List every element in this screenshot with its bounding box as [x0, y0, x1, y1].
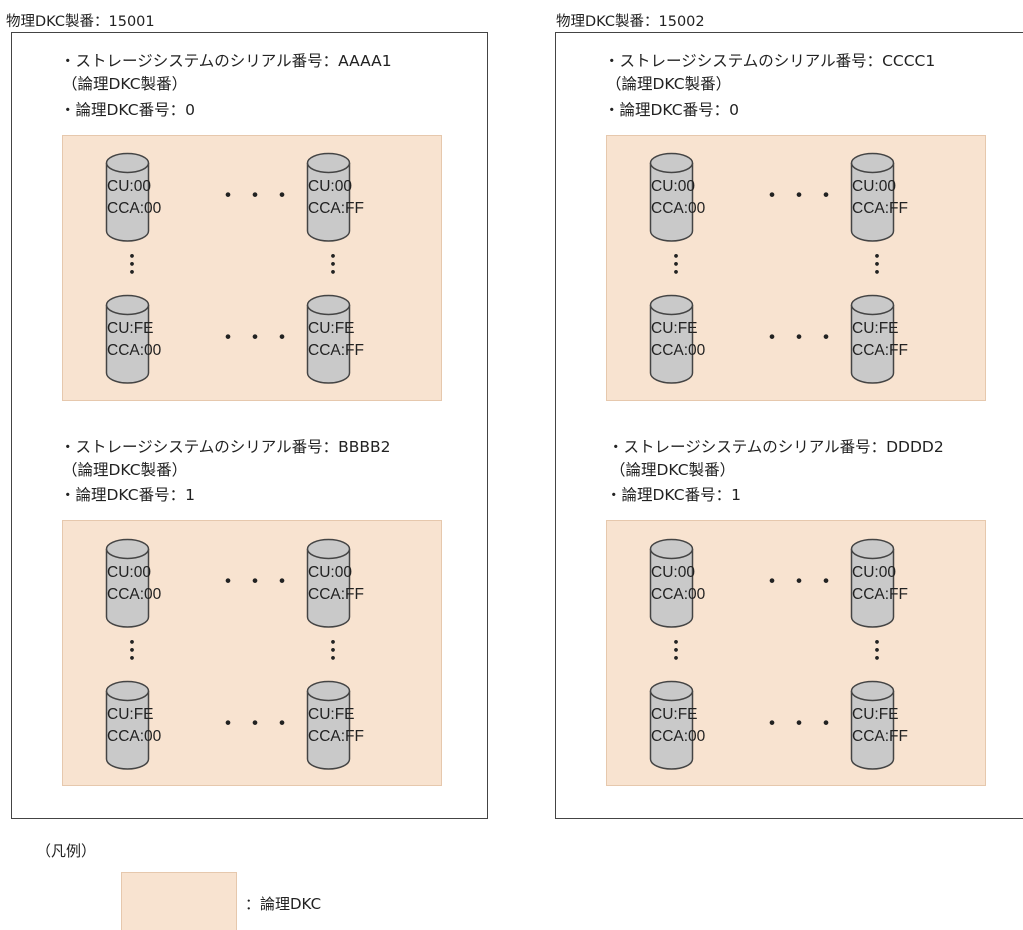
- logical-dkc-serial-note: （論理DKC製番）: [610, 461, 736, 479]
- volume-cylinder: CU:FE CCA:FF: [850, 680, 908, 770]
- logical-dkc-number: ・論理DKC番号：1: [606, 486, 741, 504]
- volume-cca-label: CCA:FF: [308, 728, 364, 745]
- logical-dkc-serial-note: （論理DKC製番）: [606, 75, 732, 93]
- ellipsis-vertical: ・ ・ ・: [324, 633, 342, 670]
- volume-cu-label: CU:00: [308, 178, 352, 195]
- volume-cu-label: CU:FE: [308, 706, 355, 723]
- legend-swatch: [121, 872, 237, 930]
- volume-cca-label: CCA:FF: [308, 342, 364, 359]
- volume-cylinder: CU:FE CCA:FF: [306, 680, 364, 770]
- volume-cu-label: CU:FE: [852, 320, 899, 337]
- volume-cu-label: CU:00: [107, 564, 151, 581]
- logical-dkc-serial: ・ストレージシステムのシリアル番号：AAAA1: [60, 52, 392, 70]
- volume-cca-label: CCA:FF: [852, 586, 908, 603]
- volume-cu-label: CU:FE: [651, 320, 698, 337]
- ellipsis-vertical: ・ ・ ・: [667, 247, 685, 284]
- volume-cu-label: CU:FE: [651, 706, 698, 723]
- ellipsis-vertical: ・ ・ ・: [324, 247, 342, 284]
- volume-cca-label: CCA:00: [107, 586, 162, 603]
- volume-cu-label: CU:FE: [852, 706, 899, 723]
- ellipsis-vertical: ・ ・ ・: [123, 633, 141, 670]
- volume-cylinder: CU:FE CCA:FF: [306, 294, 364, 384]
- volume-cu-label: CU:00: [651, 178, 695, 195]
- logical-dkc-serial-note: （論理DKC製番）: [62, 75, 188, 93]
- logical-dkc-serial: ・ストレージシステムのシリアル番号：DDDD2: [608, 438, 944, 456]
- ellipsis-horizontal: ・・・: [761, 184, 843, 209]
- volume-cu-label: CU:FE: [107, 320, 154, 337]
- volume-cca-label: CCA:FF: [308, 586, 364, 603]
- volume-cu-label: CU:00: [308, 564, 352, 581]
- ellipsis-vertical: ・ ・ ・: [868, 247, 886, 284]
- volume-cca-label: CCA:00: [107, 200, 162, 217]
- logical-dkc-number: ・論理DKC番号：0: [60, 101, 195, 119]
- volume-cu-label: CU:00: [651, 564, 695, 581]
- volume-cca-label: CCA:00: [651, 342, 706, 359]
- legend-label: ：論理DKC: [245, 895, 322, 913]
- volume-cca-label: CCA:00: [651, 586, 706, 603]
- volume-cu-label: CU:FE: [107, 706, 154, 723]
- volume-cylinder: CU:FE CCA:00: [105, 680, 161, 770]
- volume-cylinder: CU:FE CCA:00: [649, 680, 705, 770]
- logical-dkc-serial-note: （論理DKC製番）: [62, 461, 188, 479]
- ellipsis-vertical: ・ ・ ・: [868, 633, 886, 670]
- ellipsis-horizontal: ・・・: [761, 570, 843, 595]
- legend-heading: （凡例）: [36, 842, 97, 860]
- ellipsis-horizontal: ・・・: [761, 712, 843, 737]
- ellipsis-horizontal: ・・・: [217, 712, 299, 737]
- volume-cca-label: CCA:00: [107, 728, 162, 745]
- volume-cylinder: CU:FE CCA:FF: [850, 294, 908, 384]
- logical-dkc-serial: ・ストレージシステムのシリアル番号：CCCC1: [604, 52, 936, 70]
- physical-dkc-title: 物理DKC製番：15002: [556, 14, 705, 30]
- ellipsis-vertical: ・ ・ ・: [123, 247, 141, 284]
- volume-cylinder: CU:FE CCA:00: [105, 294, 161, 384]
- logical-dkc-number: ・論理DKC番号：0: [604, 101, 739, 119]
- volume-cu-label: CU:00: [107, 178, 151, 195]
- logical-dkc-number: ・論理DKC番号：1: [60, 486, 195, 504]
- ellipsis-horizontal: ・・・: [217, 326, 299, 351]
- volume-cca-label: CCA:FF: [308, 200, 364, 217]
- logical-dkc-serial: ・ストレージシステムのシリアル番号：BBBB2: [60, 438, 391, 456]
- ellipsis-vertical: ・ ・ ・: [667, 633, 685, 670]
- physical-dkc-title: 物理DKC製番：15001: [6, 14, 155, 30]
- volume-cca-label: CCA:FF: [852, 200, 908, 217]
- volume-cca-label: CCA:00: [651, 728, 706, 745]
- volume-cca-label: CCA:FF: [852, 342, 908, 359]
- ellipsis-horizontal: ・・・: [217, 184, 299, 209]
- volume-cu-label: CU:00: [852, 178, 896, 195]
- volume-cu-label: CU:FE: [308, 320, 355, 337]
- volume-cca-label: CCA:00: [651, 200, 706, 217]
- volume-cylinder: CU:FE CCA:00: [649, 294, 705, 384]
- volume-cu-label: CU:00: [852, 564, 896, 581]
- ellipsis-horizontal: ・・・: [217, 570, 299, 595]
- volume-cca-label: CCA:00: [107, 342, 162, 359]
- ellipsis-horizontal: ・・・: [761, 326, 843, 351]
- volume-cca-label: CCA:FF: [852, 728, 908, 745]
